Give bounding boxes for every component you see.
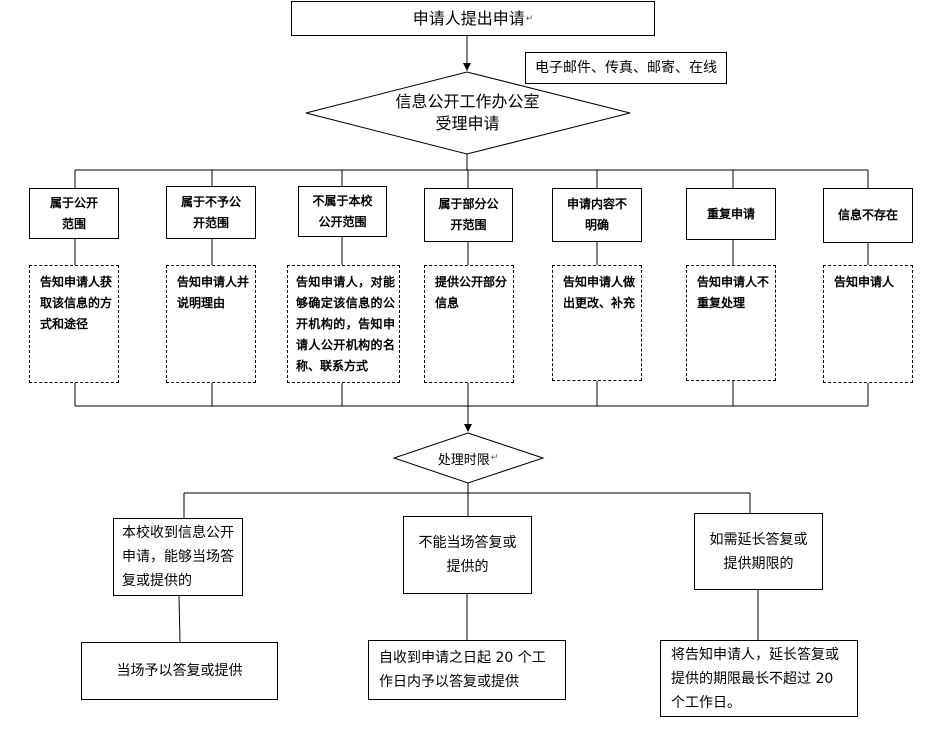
category-box-unclear: 申请内容不明确 (552, 188, 642, 242)
category-box-public: 属于公开范围 (29, 188, 119, 239)
time-limit-diamond-shape (392, 432, 545, 484)
branch-condition-immediate: 本校收到信息公开申请，能够当场答复或提供的 (113, 518, 243, 596)
category-box-not-school: 不属于本校公开范围 (298, 186, 387, 237)
action-box-not-public: 告知申请人并说明理由 (166, 265, 256, 383)
action-box-duplicate: 告知申请人不重复处理 (686, 265, 776, 381)
category-box-not-public: 属于不予公开范围 (166, 186, 256, 239)
action-box-partial-public: 提供公开部分信息 (424, 265, 514, 383)
submission-channels-box: 电子邮件、传真、邮寄、在线 (525, 52, 727, 84)
time-limit-label: 处理时限↵ (437, 452, 499, 468)
branch-condition-extension: 如需延长答复或提供期限的 (694, 513, 823, 590)
action-box-not-school: 告知申请人，对能够确定该信息的公开机构的，告知申请人公开机构的名称、联系方式 (287, 265, 400, 383)
category-box-duplicate: 重复申请 (686, 188, 776, 240)
category-box-partial-public: 属于部分公开范围 (424, 188, 513, 242)
branch-result-20-days: 自收到申请之日起 20 个工作日内予以答复或提供 (368, 640, 566, 700)
branch-result-extension: 将告知申请人，延长答复或提供的期限最长不超过 20 个工作日。 (660, 640, 858, 717)
action-box-unclear: 告知申请人做出更改、补充 (552, 265, 642, 381)
accept-diamond-shape (305, 71, 631, 155)
accept-diamond-label: 信息公开工作办公室 受理申请 (395, 92, 540, 133)
action-box-not-exist: 告知申请人 (823, 265, 913, 383)
submit-application-box: 申请人提出申请↵ (291, 1, 655, 36)
action-box-public: 告知申请人获取该信息的方式和途径 (29, 265, 119, 383)
category-box-not-exist: 信息不存在 (823, 188, 913, 243)
branch-result-immediate: 当场予以答复或提供 (81, 642, 278, 700)
branch-condition-not-immediate: 不能当场答复或提供的 (403, 516, 532, 594)
